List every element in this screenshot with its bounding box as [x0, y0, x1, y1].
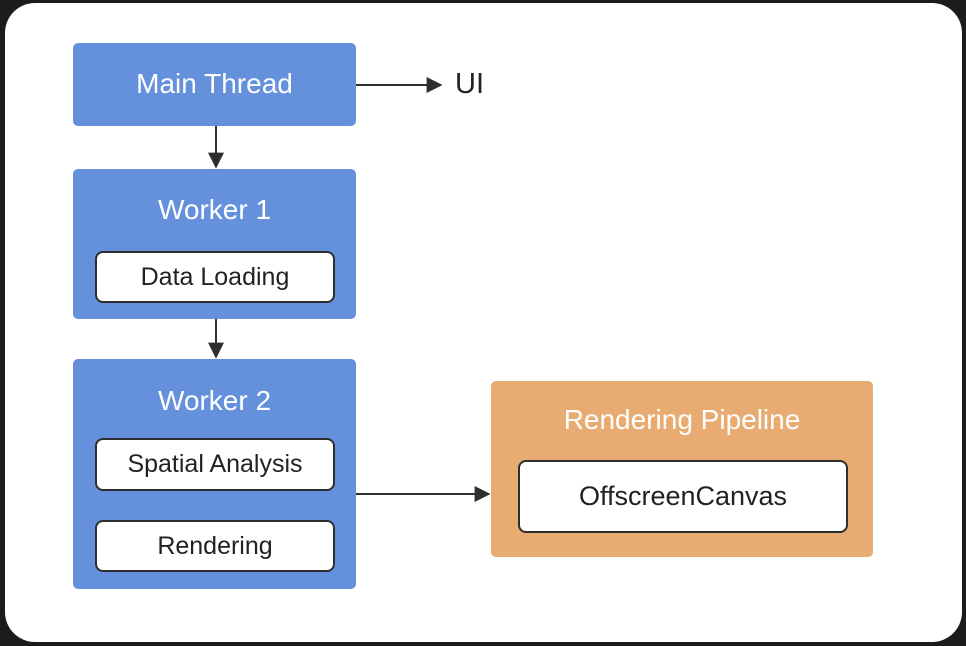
rendering-pipeline-box: Rendering Pipeline OffscreenCanvas: [491, 381, 873, 557]
rendering-task: Rendering: [95, 520, 335, 572]
spatial-analysis-task: Spatial Analysis: [95, 438, 335, 491]
main-thread-box: Main Thread: [73, 43, 356, 126]
ui-label: UI: [455, 68, 484, 100]
rendering-pipeline-title: Rendering Pipeline: [563, 404, 801, 435]
worker1-box: Worker 1 Data Loading: [73, 169, 356, 319]
diagram-canvas: Main Thread UI Worker 1 Data Loading Wor…: [5, 3, 962, 642]
worker2-box: Worker 2 Spatial Analysis Rendering: [73, 359, 356, 589]
offscreen-canvas-component: OffscreenCanvas: [518, 460, 848, 533]
connector-arrows: [208, 77, 491, 502]
worker1-title: Worker 1: [157, 194, 272, 225]
worker2-title: Worker 2: [157, 385, 272, 416]
main-thread-title: Main Thread: [136, 68, 293, 99]
data-loading-task: Data Loading: [95, 251, 335, 303]
